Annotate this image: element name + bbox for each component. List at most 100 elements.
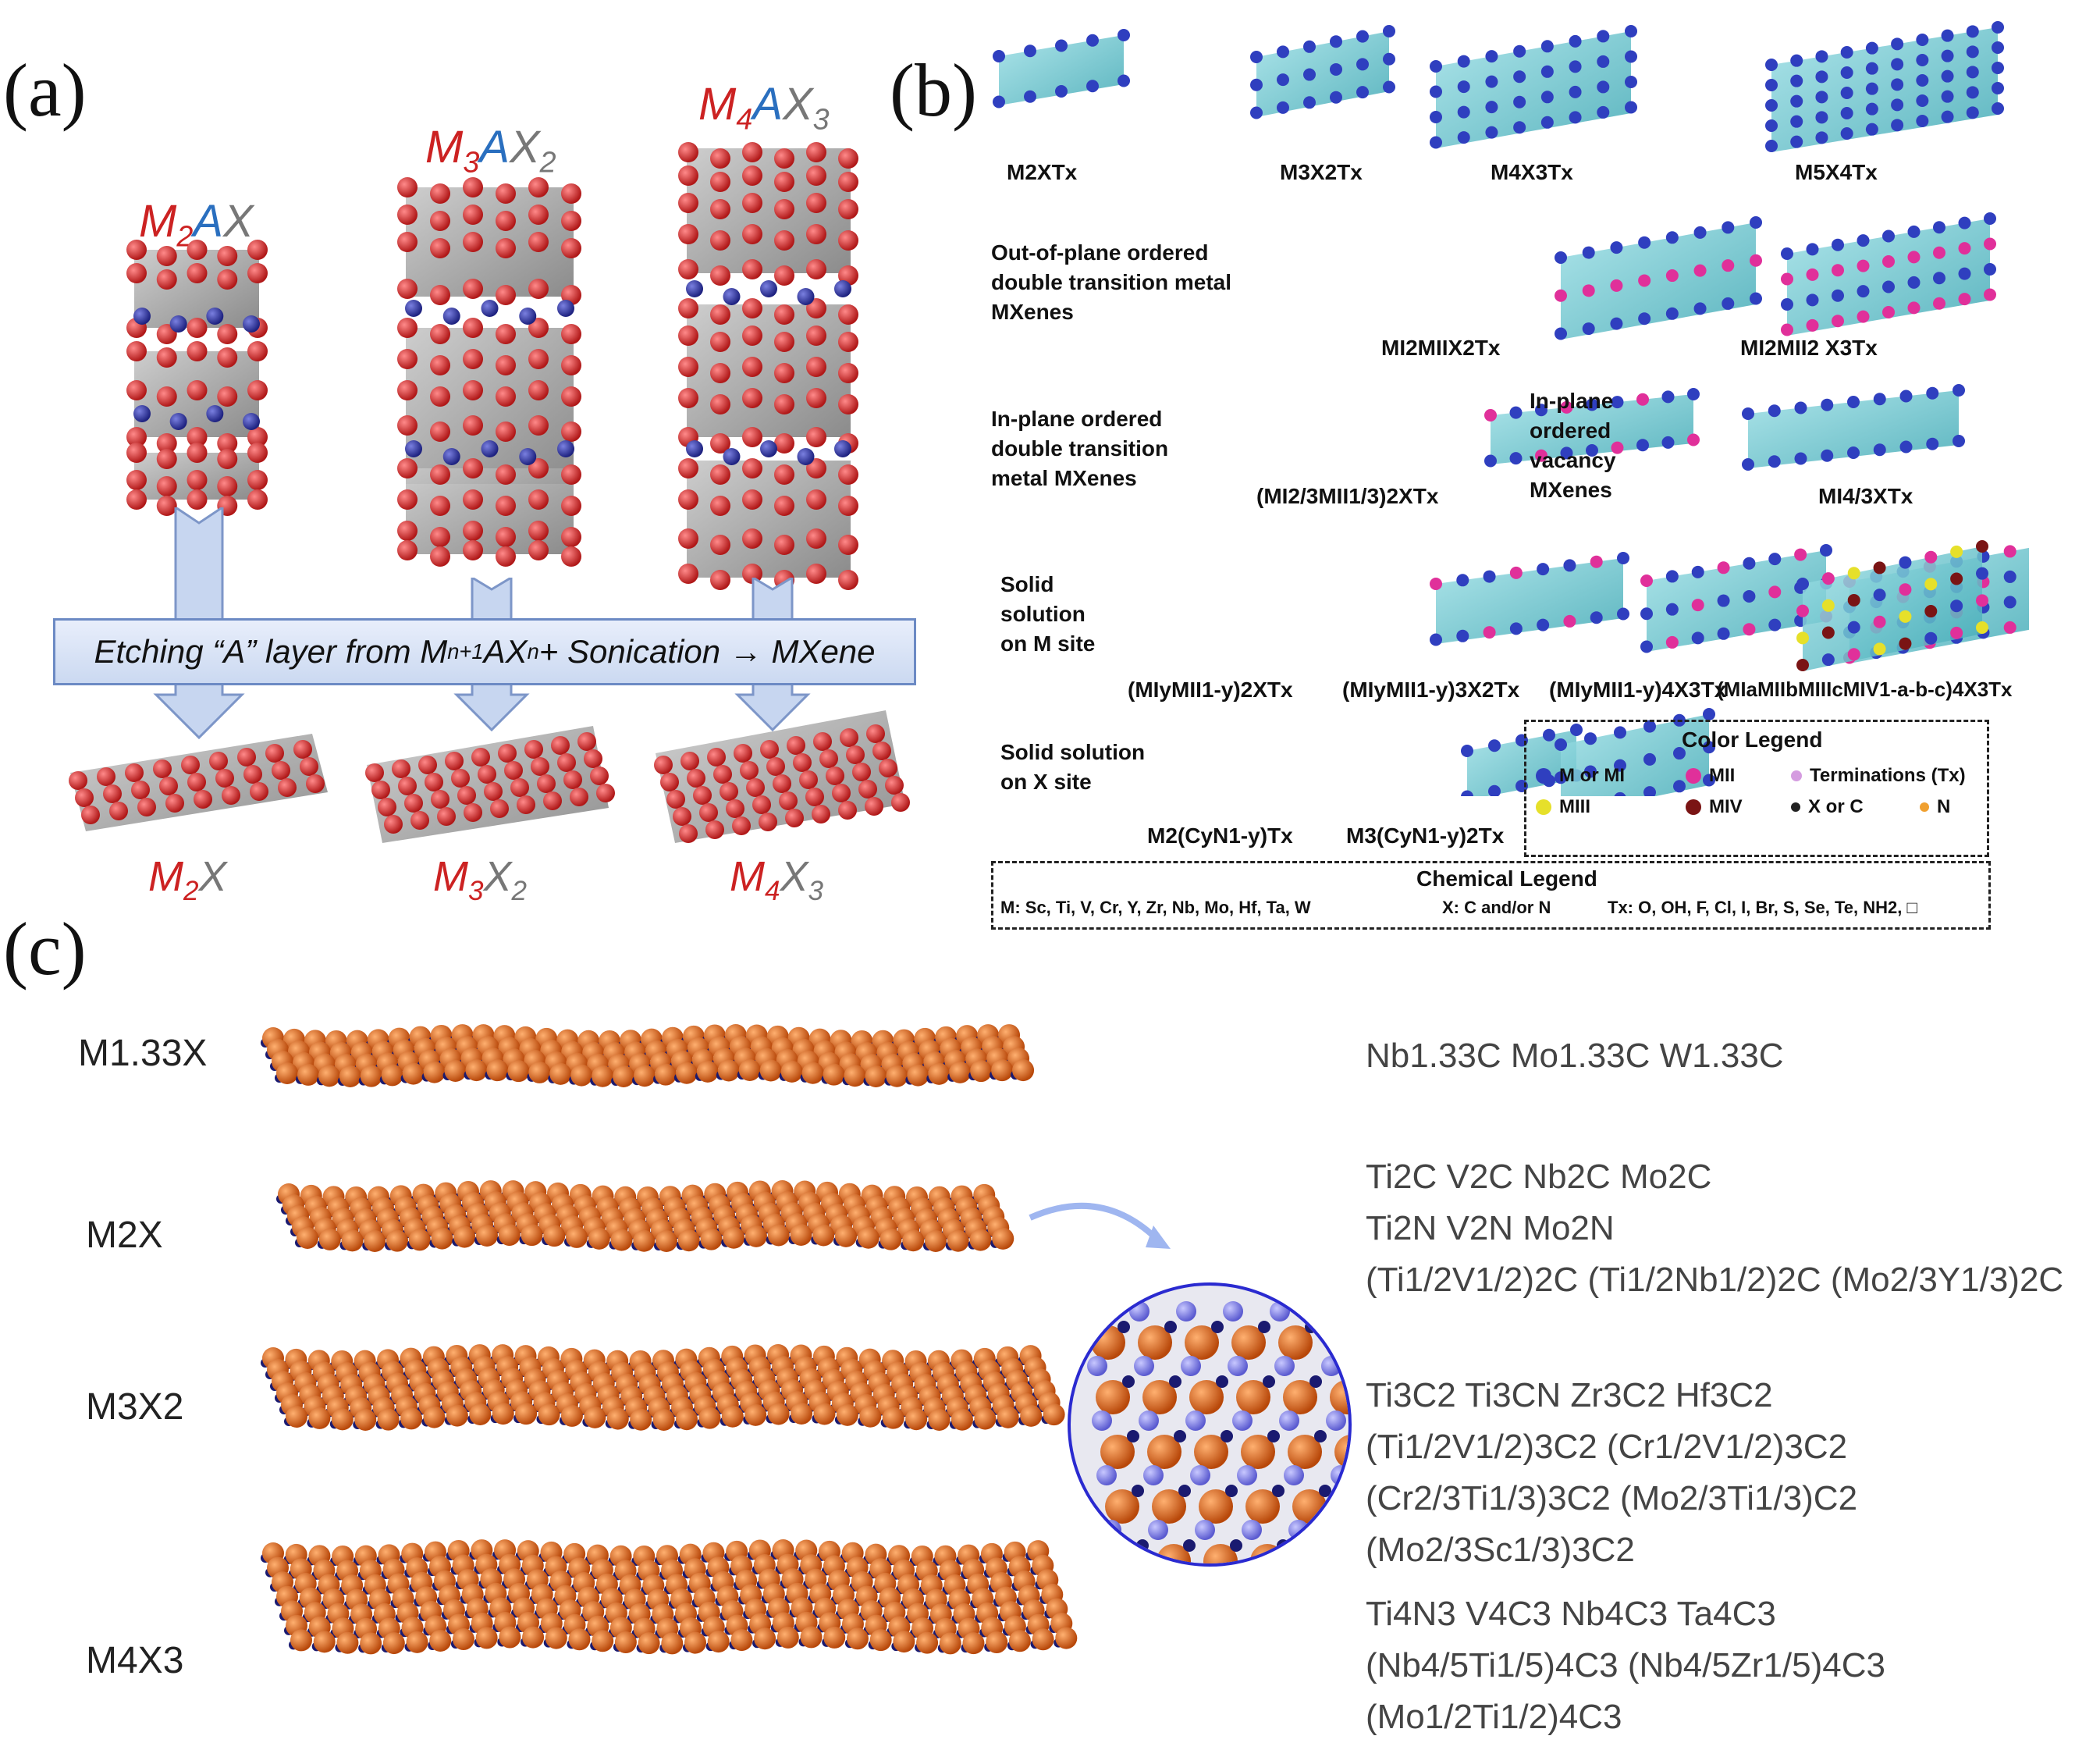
red-atom xyxy=(430,496,450,516)
red-atom xyxy=(779,791,798,810)
metal-atom xyxy=(1992,21,2004,34)
metal-atom xyxy=(2003,570,2016,583)
metal-atom xyxy=(1916,94,1929,107)
blue-atom xyxy=(686,280,703,297)
lavender-atom xyxy=(1185,1410,1206,1431)
orange-atom xyxy=(886,1065,908,1087)
metal-atom xyxy=(1815,50,1828,63)
red-atom xyxy=(806,298,826,318)
red-atom xyxy=(732,816,751,835)
metal-atom xyxy=(1742,458,1754,471)
lavender-atom xyxy=(1232,1410,1253,1431)
lavender-atom xyxy=(1223,1301,1243,1321)
red-atom xyxy=(103,784,122,803)
metal-atom xyxy=(1457,131,1470,144)
metal-atom xyxy=(1430,633,1442,646)
metal-atom xyxy=(1303,96,1316,109)
metal-atom xyxy=(1924,605,1938,618)
metal-atom xyxy=(1984,212,1996,225)
red-atom xyxy=(463,540,483,560)
metal-atom xyxy=(1330,62,1342,76)
red-atom xyxy=(687,769,705,788)
red-atom xyxy=(678,528,698,549)
red-atom xyxy=(806,427,826,447)
red-atom xyxy=(293,740,312,759)
mxene-slab xyxy=(1436,558,1623,644)
navy-atom xyxy=(1314,1430,1327,1442)
orange-atom xyxy=(1096,1380,1130,1414)
orange-atom xyxy=(543,1225,566,1247)
red-atom xyxy=(430,355,450,375)
orange-atom xyxy=(446,1404,468,1427)
metal-atom xyxy=(1933,221,1945,234)
red-atom xyxy=(528,458,549,478)
red-atom xyxy=(561,464,581,485)
metal-atom xyxy=(1625,25,1637,37)
metal-atom xyxy=(1916,74,1929,87)
red-atom xyxy=(774,496,794,516)
red-atom xyxy=(430,546,450,567)
red-atom xyxy=(496,546,516,567)
orange-atom xyxy=(905,1408,928,1431)
red-atom xyxy=(806,259,826,279)
lavender-atom xyxy=(1237,1465,1257,1485)
orange-atom xyxy=(499,1626,521,1649)
red-atom xyxy=(557,753,576,772)
red-atom xyxy=(740,761,759,780)
blue-atom xyxy=(760,440,777,457)
orange-atom xyxy=(1288,1435,1322,1469)
metal-atom xyxy=(1899,637,1912,650)
metal-atom xyxy=(1303,68,1316,81)
metal-atom xyxy=(1933,297,1945,310)
red-atom xyxy=(430,422,450,442)
orange-atom xyxy=(1008,1630,1031,1652)
red-atom xyxy=(392,759,410,778)
metal-atom xyxy=(1277,73,1289,87)
orange-atom xyxy=(698,1407,721,1429)
metal-atom xyxy=(1513,95,1526,108)
metal-atom xyxy=(1781,272,1793,286)
red-atom xyxy=(126,489,147,510)
orange-atom xyxy=(991,1059,1014,1082)
metal-atom xyxy=(1537,563,1550,576)
red-atom xyxy=(584,749,602,768)
red-atom xyxy=(678,458,698,478)
metal-atom xyxy=(1673,780,1686,793)
metal-atom xyxy=(1907,251,1921,264)
metal-atom xyxy=(1560,446,1573,460)
c-examples-m133x: Nb1.33C Mo1.33C W1.33C xyxy=(1366,1037,1784,1075)
red-atom xyxy=(742,165,762,186)
metal-atom xyxy=(1899,440,1913,454)
metal-atom xyxy=(1984,263,1996,276)
metal-atom xyxy=(1924,578,1938,591)
red-atom xyxy=(838,464,858,485)
red-atom xyxy=(165,794,184,813)
metal-atom xyxy=(1891,78,1904,91)
red-atom xyxy=(561,422,581,442)
metal-atom xyxy=(1722,259,1735,272)
metal-atom xyxy=(1638,312,1651,325)
metal-atom xyxy=(1966,45,1979,59)
metal-atom xyxy=(1847,567,1860,580)
orange-atom xyxy=(318,1065,340,1087)
red-atom xyxy=(464,803,482,822)
red-atom xyxy=(187,427,208,447)
metal-atom xyxy=(1806,318,1819,332)
red-atom xyxy=(838,394,858,414)
orange-atom xyxy=(1012,1059,1035,1082)
metal-atom xyxy=(1661,390,1675,404)
metal-atom xyxy=(1865,62,1878,75)
red-atom xyxy=(561,238,581,258)
orange-atom xyxy=(402,1062,425,1085)
blue-atom xyxy=(797,448,815,465)
red-atom xyxy=(838,570,858,590)
orange-atom xyxy=(949,1061,972,1083)
metal-atom xyxy=(1673,747,1686,760)
metal-atom xyxy=(1768,585,1782,599)
orange-atom xyxy=(549,1062,572,1085)
color-legend-title: Color Legend xyxy=(1682,727,1823,752)
metal-atom xyxy=(1873,589,1886,602)
metal-atom xyxy=(1457,80,1470,94)
red-atom xyxy=(430,527,450,547)
blue-atom xyxy=(243,315,260,333)
